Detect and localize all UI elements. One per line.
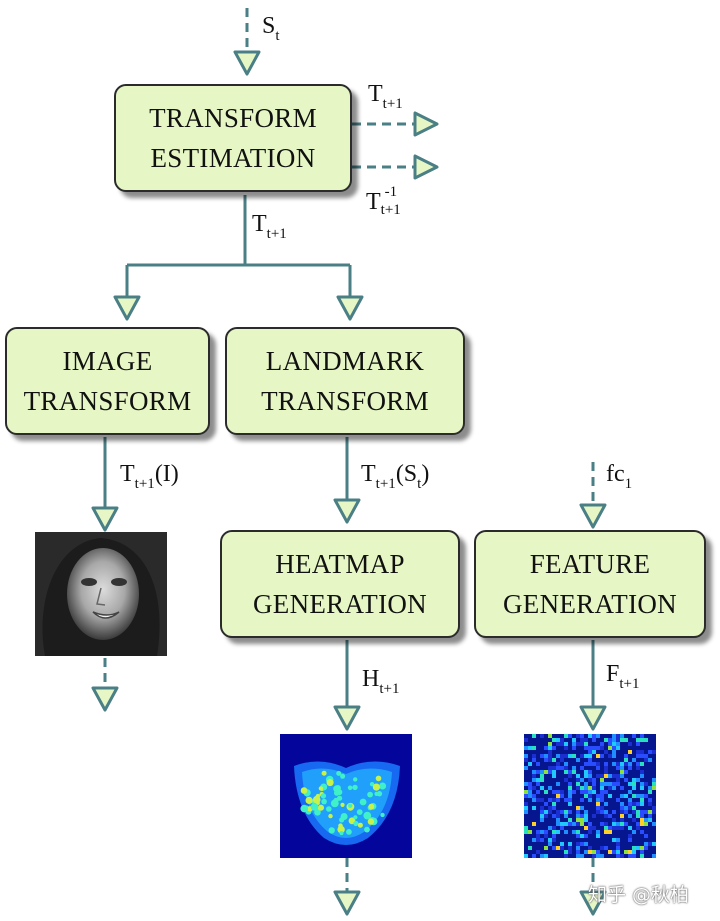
label-h: Ht+1	[362, 666, 400, 697]
box-label-line: TRANSFORM	[149, 103, 317, 133]
arrow-head-icon	[91, 686, 119, 712]
heatmap-generation-box: HEATMAP GENERATION	[220, 530, 460, 638]
arrow-head-icon	[333, 498, 361, 524]
box-label-line: GENERATION	[253, 589, 427, 619]
arrow-head-icon	[113, 295, 141, 321]
label-s-t: St	[262, 13, 280, 44]
label-t-landmark: Tt+1(St)	[361, 461, 430, 492]
image-transform-box: IMAGE TRANSFORM	[5, 327, 210, 435]
feature-map-image	[524, 734, 656, 858]
arrow-head-icon	[413, 111, 439, 137]
label-t-image: Tt+1(I)	[120, 461, 179, 492]
label-t-output: Tt+1	[368, 81, 403, 112]
box-label-line: HEATMAP	[275, 549, 405, 579]
arrow-head-icon	[579, 503, 607, 529]
arrow-head-icon	[336, 295, 364, 321]
box-label-line: GENERATION	[503, 589, 677, 619]
arrow-head-icon	[333, 890, 361, 916]
heatmap-image	[280, 734, 412, 858]
face-image	[35, 532, 167, 656]
feature-generation-box: FEATURE GENERATION	[474, 530, 706, 638]
arrow-head-icon	[233, 50, 261, 76]
arrow-head-icon	[413, 154, 439, 180]
transform-estimation-box: TRANSFORM ESTIMATION	[114, 84, 352, 192]
arrow-head-icon	[333, 705, 361, 731]
label-f: Ft+1	[606, 661, 640, 692]
landmark-transform-box: LANDMARK TRANSFORM	[225, 327, 465, 435]
label-t-down: Tt+1	[252, 211, 287, 242]
box-label-line: IMAGE	[62, 346, 153, 376]
box-label-line: LANDMARK	[265, 346, 425, 376]
arrow-head-icon	[91, 506, 119, 532]
box-label-line: TRANSFORM	[23, 386, 192, 416]
arrow-head-icon	[579, 890, 607, 916]
watermark: 知乎 @秋柏	[588, 884, 690, 906]
label-fc: fc1	[606, 461, 633, 492]
box-label-line: ESTIMATION	[150, 143, 316, 173]
arrow-head-icon	[579, 705, 607, 731]
box-label-line: TRANSFORM	[261, 386, 429, 416]
box-label-line: FEATURE	[529, 549, 651, 579]
